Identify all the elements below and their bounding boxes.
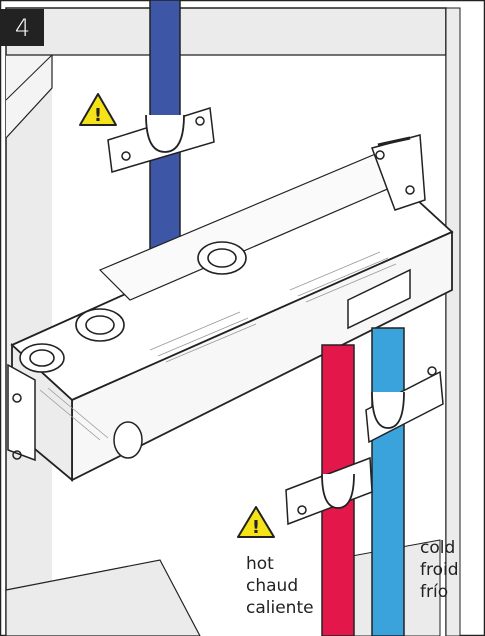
svg-text:!: ! bbox=[252, 517, 260, 538]
cold-label-es: frío bbox=[420, 582, 449, 602]
hot-label-es: caliente bbox=[246, 598, 314, 618]
cold-supply-pipe bbox=[371, 327, 405, 636]
warning-triangle-icon: ! bbox=[237, 506, 275, 538]
cold-label-fr: froid bbox=[420, 560, 459, 580]
floor-left bbox=[5, 559, 201, 636]
step-number-badge: 4 bbox=[1, 9, 44, 46]
wall-strip-right bbox=[445, 7, 461, 636]
pipe-clip-icon bbox=[107, 107, 215, 173]
pipe-clip-icon bbox=[365, 366, 444, 444]
cold-water-label: cold froid frío bbox=[420, 537, 459, 603]
hot-label-fr: chaud bbox=[246, 576, 299, 596]
hot-label-en: hot bbox=[246, 554, 274, 574]
valve-body bbox=[7, 134, 454, 482]
niche-bevel bbox=[5, 54, 53, 139]
cold-label-en: cold bbox=[420, 538, 456, 558]
hot-water-label: hot chaud caliente bbox=[246, 553, 314, 619]
svg-text:!: ! bbox=[94, 105, 102, 126]
warning-triangle-icon: ! bbox=[79, 93, 117, 126]
pipe-clip-icon bbox=[285, 456, 373, 526]
